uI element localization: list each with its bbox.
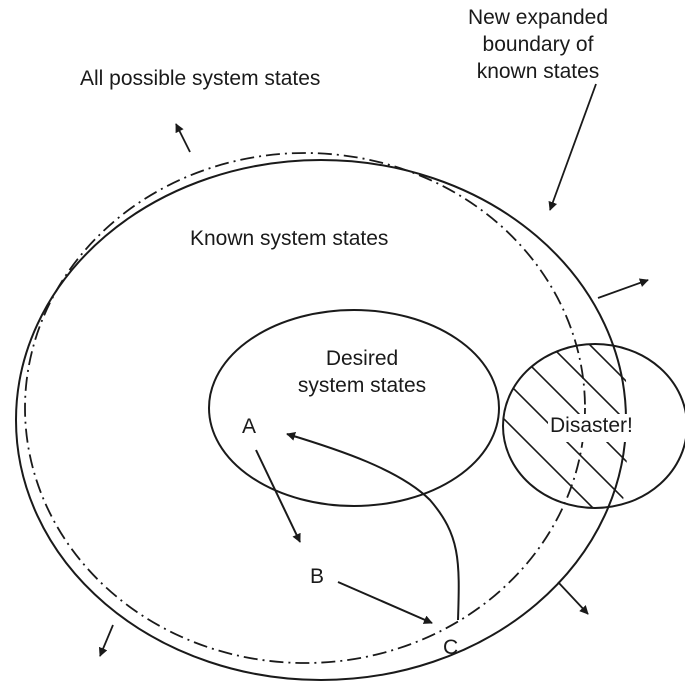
known-states-boundary [24, 152, 586, 664]
expansion-arrow-top [175, 123, 191, 153]
expansion-arrow-bottom-left [98, 624, 114, 657]
expansion-arrow-bottom-right [557, 581, 589, 615]
new-boundary-line-3: known states [476, 60, 600, 83]
desired-states-line-2: system states [297, 374, 427, 397]
disaster-label-backdrop [548, 414, 638, 442]
desired-states-ellipse [208, 309, 500, 507]
all-states-label: All possible system states [80, 67, 321, 90]
point-c-label: C [443, 636, 459, 659]
arrow-b-to-c [337, 581, 433, 624]
disaster-ellipse [502, 343, 685, 509]
desired-states-line-1: Desired [325, 347, 399, 370]
expansion-arrow-right [597, 278, 649, 299]
point-a-label: A [242, 415, 257, 438]
disaster-hatching [503, 344, 681, 508]
new-boundary-label: New expanded boundary of known states [448, 4, 628, 85]
disaster-label: Disaster! [550, 414, 633, 437]
point-b-label: B [310, 565, 325, 588]
arrow-c-return-curve [286, 432, 460, 621]
arrow-a-to-b [255, 449, 301, 543]
desired-states-label: Desired system states [282, 345, 442, 399]
new-boundary-callout-arrow [548, 83, 597, 211]
new-boundary-line-2: boundary of [482, 33, 594, 56]
new-boundary-line-1: New expanded [467, 6, 609, 29]
known-states-label: Known system states [190, 227, 389, 250]
